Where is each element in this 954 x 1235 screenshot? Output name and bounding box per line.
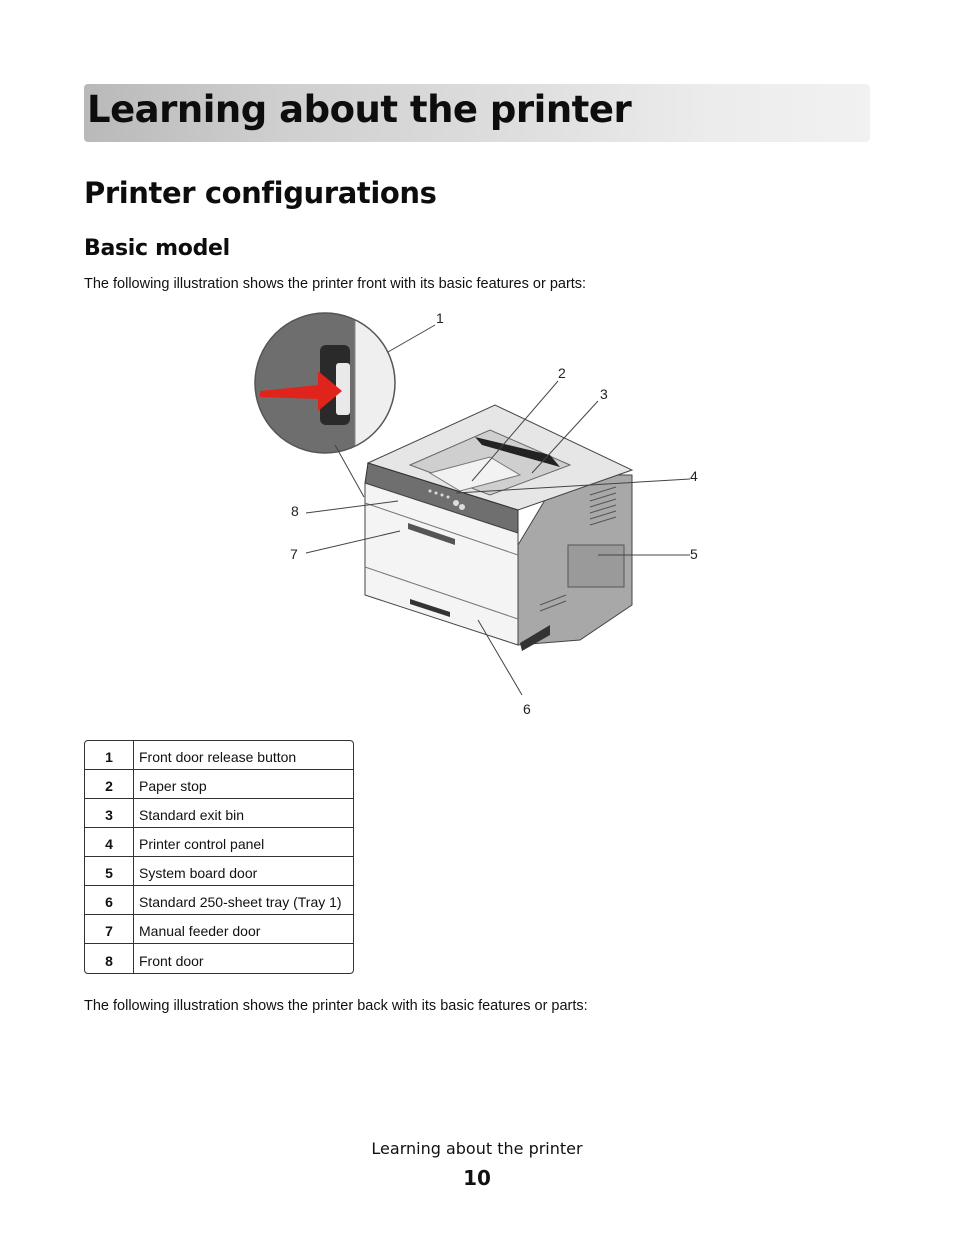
table-row: 2 Paper stop	[85, 770, 353, 799]
part-label: Paper stop	[139, 778, 207, 794]
part-number: 1	[85, 741, 134, 769]
subsection-title: Basic model	[84, 236, 230, 261]
parts-table: 1 Front door release button 2 Paper stop…	[84, 740, 354, 974]
callout-7: 7	[290, 546, 298, 562]
callout-5: 5	[690, 546, 698, 562]
callout-4: 4	[690, 468, 698, 484]
part-number: 8	[85, 944, 134, 973]
part-label: Standard exit bin	[139, 807, 245, 823]
part-label: System board door	[139, 865, 258, 881]
table-row: 1 Front door release button	[85, 741, 353, 770]
chapter-banner	[84, 84, 870, 142]
table-row: 3 Standard exit bin	[85, 799, 353, 828]
printer-front-illustration: 1 2 3 4 5 6 7 8	[250, 305, 710, 725]
part-number: 6	[85, 886, 134, 914]
callout-8: 8	[291, 503, 299, 519]
intro-back-paragraph: The following illustration shows the pri…	[84, 998, 588, 1014]
table-row: 6 Standard 250-sheet tray (Tray 1)	[85, 886, 353, 915]
part-number: 4	[85, 828, 134, 856]
part-number: 3	[85, 799, 134, 827]
callout-6: 6	[523, 701, 531, 717]
part-label: Front door release button	[139, 749, 297, 765]
footer-title: Learning about the printer	[371, 1139, 583, 1158]
callout-3: 3	[600, 386, 608, 402]
table-row: 4 Printer control panel	[85, 828, 353, 857]
part-label: Manual feeder door	[139, 923, 261, 939]
table-row: 7 Manual feeder door	[85, 915, 353, 944]
chapter-title: Learning about the printer	[87, 88, 632, 131]
page-number: 10	[463, 1166, 491, 1190]
part-label: Front door	[139, 953, 204, 969]
part-number: 5	[85, 857, 134, 885]
table-row: 5 System board door	[85, 857, 353, 886]
part-label: Standard 250-sheet tray (Tray 1)	[139, 894, 342, 910]
callout-2: 2	[558, 365, 566, 381]
callout-1: 1	[436, 310, 444, 326]
intro-front-paragraph: The following illustration shows the pri…	[84, 276, 587, 292]
section-title: Printer configurations	[84, 176, 437, 210]
table-row: 8 Front door	[85, 944, 353, 973]
part-number: 7	[85, 915, 134, 943]
part-label: Printer control panel	[139, 836, 265, 852]
part-number: 2	[85, 770, 134, 798]
